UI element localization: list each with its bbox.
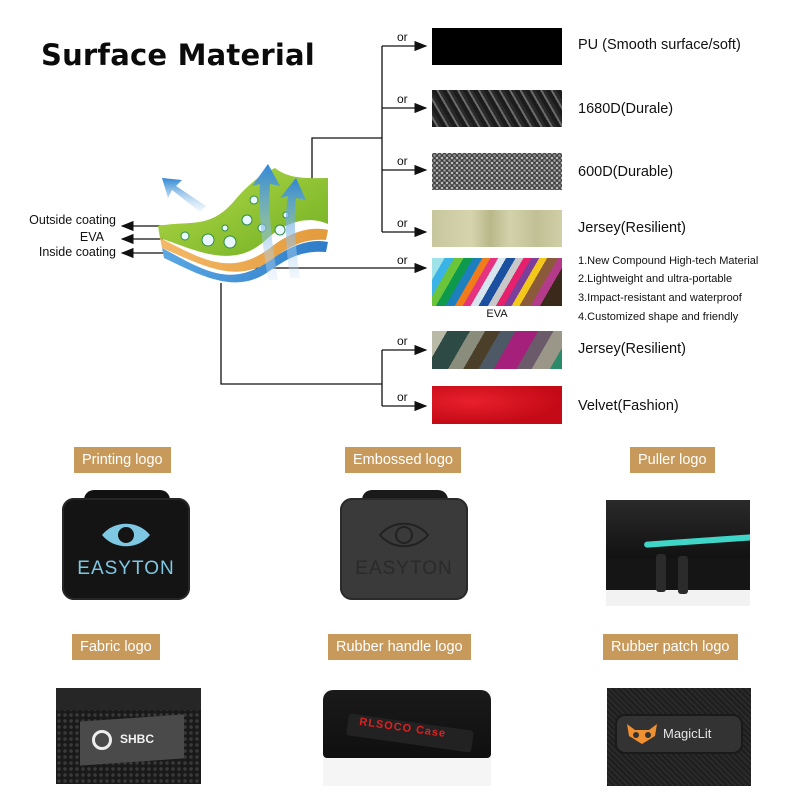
material-label-velvet: Velvet(Fashion) — [578, 398, 679, 414]
material-label-jersey-1: Jersey(Resilient) — [578, 220, 686, 236]
badge-rubber-handle-logo: Rubber handle logo — [328, 634, 471, 660]
eva-feature-4: 4.Customized shape and friendly — [578, 311, 739, 323]
rubber-handle-logo-photo: RLSOCO Case — [323, 690, 491, 786]
swatch-jersey-light — [432, 210, 562, 247]
layer-label-inside-coating: Inside coating — [38, 245, 116, 259]
swatch-1680d — [432, 90, 562, 127]
fabric-logo-brand: SHBC — [120, 732, 155, 746]
zipper-puller — [656, 554, 666, 592]
swatch-eva — [432, 258, 562, 306]
layer-label-outside-coating: Outside coating — [29, 213, 116, 227]
or-label: or — [397, 154, 408, 168]
puller-logo-photo — [606, 500, 750, 606]
badge-puller-logo: Puller logo — [630, 447, 715, 473]
swatch-600d — [432, 153, 562, 190]
layered-material-illustration — [158, 164, 328, 283]
swatch-eva-caption: EVA — [486, 308, 508, 320]
eva-feature-3: 3.Impact-resistant and waterproof — [578, 292, 742, 304]
printing-logo-brand: EASYTON — [77, 558, 175, 579]
or-label: or — [397, 216, 408, 230]
material-label-1680d: 1680D(Durale) — [578, 101, 674, 117]
zipper-puller — [678, 556, 688, 594]
fabric-logo-mark-icon — [92, 730, 112, 750]
embossed-logo-photo: EASYTON — [340, 490, 468, 602]
badge-fabric-logo: Fabric logo — [72, 634, 160, 660]
badge-embossed-logo: Embossed logo — [345, 447, 461, 473]
rubber-patch-brand: MagicLit — [663, 726, 712, 741]
or-label: or — [397, 30, 408, 44]
or-label: or — [397, 253, 408, 267]
badge-printing-logo: Printing logo — [74, 447, 171, 473]
or-label: or — [397, 92, 408, 106]
eva-feature-2: 2.Lightweight and ultra-portable — [578, 273, 733, 285]
owl-logo-icon — [627, 724, 657, 744]
layer-label-eva: EVA — [79, 230, 104, 244]
page-title: Surface Material — [41, 38, 315, 72]
badge-rubber-patch-logo: Rubber patch logo — [603, 634, 738, 660]
material-label-600d: 600D(Durable) — [578, 164, 674, 180]
or-label: or — [397, 334, 408, 348]
printing-logo-photo: EASYTON — [62, 490, 190, 602]
connector-lines — [120, 40, 428, 412]
swatch-velvet — [432, 386, 562, 424]
eva-feature-1: 1.New Compound High-tech Material — [578, 255, 759, 267]
material-label-jersey-2: Jersey(Resilient) — [578, 341, 686, 357]
swatch-pu — [432, 28, 562, 65]
eye-logo-icon — [102, 523, 150, 547]
embossed-logo-brand: EASYTON — [355, 558, 453, 579]
swatch-jersey-dark — [432, 331, 562, 369]
embossed-eye-icon — [378, 522, 430, 548]
fabric-logo-photo: SHBC — [56, 688, 201, 784]
rubber-patch-logo-photo: MagicLit — [607, 688, 751, 786]
material-label-pu: PU (Smooth surface/soft) — [578, 37, 741, 53]
or-label: or — [397, 390, 408, 404]
